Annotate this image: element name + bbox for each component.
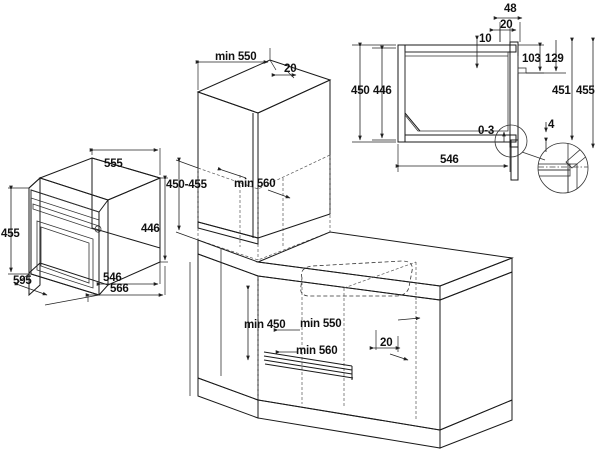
section-chamfer-line [404, 112, 421, 132]
dimension-label-48: 48 [504, 3, 517, 15]
dimension-450-455: 450-455 [166, 157, 208, 241]
dimension-label-455-section: 455 [576, 85, 595, 97]
detail-door-tip-edge [565, 161, 573, 169]
dimension-20-top: 20 [269, 59, 297, 79]
dimension-label-555: 555 [104, 158, 123, 170]
dimension-446: 446 [141, 175, 168, 263]
detail-callout-leader [521, 151, 546, 161]
dimension-129: 129 [526, 40, 566, 74]
detail-callout-circle-source [494, 124, 528, 158]
dimension-label-546: 546 [103, 272, 122, 284]
cabinet-view: min 550 20 min 560 450-455 min 450 [166, 48, 514, 449]
dimension-label-446-section: 446 [373, 85, 392, 97]
dimension-20-lower: 20 [369, 330, 401, 352]
dimension-label-446: 446 [141, 223, 160, 235]
dimension-min550-lower: min 550 [273, 316, 421, 332]
dimension-min560-upper: min 560 [217, 166, 291, 199]
dimension-label-min560-lower: min 560 [296, 345, 337, 357]
dimension-566: 566 [85, 266, 166, 302]
lower-appliance-lines [263, 351, 354, 380]
appliance-corner-edge [98, 199, 109, 285]
dimension-546-section: 546 [395, 144, 511, 172]
dimension-451: 451 [552, 37, 574, 141]
upper-cabinet-shelf [197, 221, 259, 245]
dimension-label-4: 4 [548, 119, 555, 131]
dimension-min560-lower: min 560 [275, 345, 409, 361]
appliance-door-window-inner [40, 226, 90, 284]
dimension-label-min450: min 450 [244, 319, 285, 331]
dimension-label-min550-lower: min 550 [300, 318, 341, 330]
dimension-455-left: 455 [1, 185, 31, 275]
dimension-label-min550-top: min 550 [215, 51, 256, 63]
upper-cabinet-inner-edge [252, 113, 259, 238]
dimension-450: 450 [351, 42, 396, 143]
dimension-label-20-section: 20 [500, 19, 512, 31]
dimension-label-129: 129 [545, 53, 564, 65]
detail-circle-boundary [537, 142, 589, 194]
dimension-min550-top: min 550 [195, 48, 271, 90]
detail-contents [538, 143, 588, 193]
dimension-label-min560-upper: min 560 [234, 178, 275, 190]
dimension-label-451: 451 [552, 85, 571, 97]
section-door-panel-lower [510, 139, 519, 181]
dimension-label-20-lower: 20 [380, 337, 392, 349]
dimension-label-20-top: 20 [284, 63, 296, 75]
dimension-4: 4 [544, 119, 555, 152]
dimension-min450: min 450 [244, 285, 286, 361]
dimension-446-section: 446 [372, 45, 396, 141]
dimension-455-section: 455 [576, 37, 596, 149]
door-section-view: 48 20 10 103 129 [351, 3, 596, 181]
dimension-label-566: 566 [110, 283, 129, 295]
dimension-label-450-455: 450-455 [166, 179, 208, 191]
appliance-door-window-outer [36, 220, 94, 289]
detail-view [537, 142, 589, 194]
appliance-handle-end-cap [94, 225, 102, 233]
dimension-label-103: 103 [522, 53, 541, 65]
dimension-546-appliance: 546 [96, 262, 161, 295]
dimension-label-546-section: 546 [440, 154, 459, 166]
hob-cutout-dashed [300, 260, 413, 297]
appliance-view: 555 455 446 595 546 [1, 148, 168, 306]
dimension-label-450: 450 [351, 85, 370, 97]
dimension-555: 555 [89, 148, 161, 175]
dimension-label-10: 10 [479, 33, 491, 45]
section-door-panel [509, 41, 519, 148]
dimension-0-3: 0-3 [478, 125, 506, 142]
dimension-20-section: 20 [489, 19, 517, 42]
dimension-label-0-3: 0-3 [478, 125, 494, 137]
plinth-right [439, 399, 513, 449]
section-inner-cavity [404, 51, 509, 132]
dimension-10: 10 [475, 33, 492, 69]
detail-lower-band [538, 169, 571, 177]
dimension-label-595: 595 [13, 275, 32, 287]
dimension-label-455-left: 455 [1, 228, 20, 240]
